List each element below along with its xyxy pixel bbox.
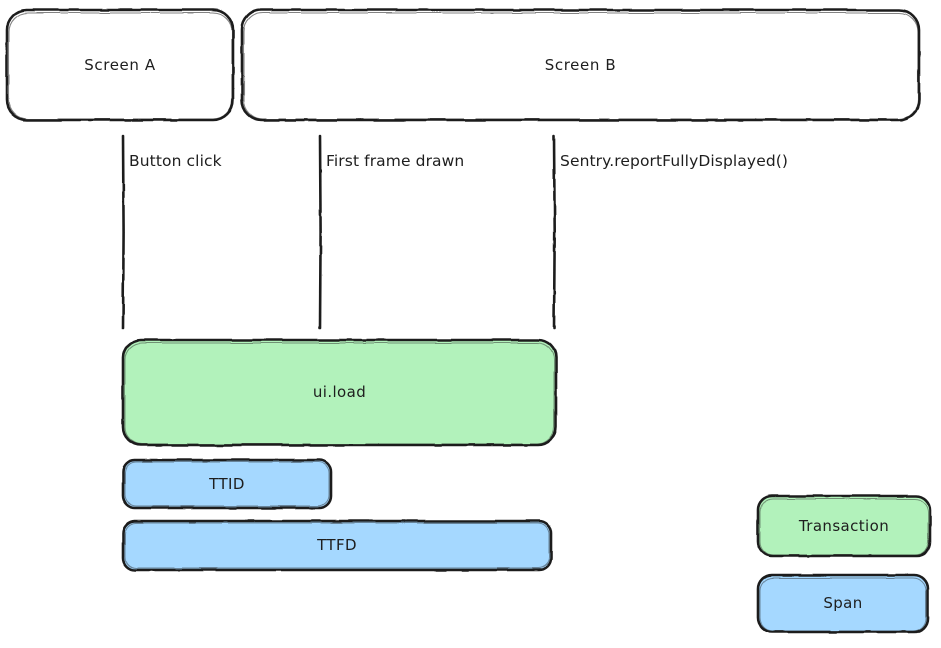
bar-ui-load-shape[interactable]	[121, 338, 558, 447]
screen-a-box[interactable]	[5, 8, 235, 122]
bar-ttfd-label-wrap: TTFD	[123, 521, 551, 570]
marker-line-first-frame-drawn	[318, 134, 322, 330]
legend-transaction-label: Transaction	[798, 516, 890, 535]
marker-line-button-click	[121, 134, 125, 330]
screen-a-label: Screen A	[84, 55, 156, 74]
bar-ui-load-label: ui.load	[312, 383, 367, 401]
marker-label-button-click: Button click	[129, 152, 222, 170]
marker-line-report-fully-displayed	[552, 134, 557, 330]
screen-a-label-wrap: Screen A	[7, 10, 233, 120]
legend-transaction-shape[interactable]	[756, 494, 932, 558]
bar-ttid-shape[interactable]	[121, 458, 333, 510]
bar-ui-load-label-wrap: ui.load	[123, 340, 556, 445]
marker-label-first-frame-drawn: First frame drawn	[326, 152, 465, 170]
bar-ttid-label: TTID	[209, 474, 245, 493]
legend-span-label-wrap: Span	[758, 575, 928, 632]
marker-label-report-fully-displayed: Sentry.reportFullyDisplayed()	[560, 152, 789, 170]
legend-span-shape[interactable]	[756, 573, 930, 634]
legend-span-label: Span	[823, 594, 863, 612]
legend-transaction-label-wrap: Transaction	[758, 496, 930, 556]
screen-b-label-wrap: Screen B	[242, 10, 919, 120]
screen-b-label: Screen B	[544, 55, 617, 74]
bar-ttfd-label: TTFD	[317, 536, 357, 554]
screen-b-box[interactable]	[240, 8, 921, 122]
bar-ttfd-shape[interactable]	[121, 519, 553, 572]
bar-ttid-label-wrap: TTID	[123, 460, 331, 508]
